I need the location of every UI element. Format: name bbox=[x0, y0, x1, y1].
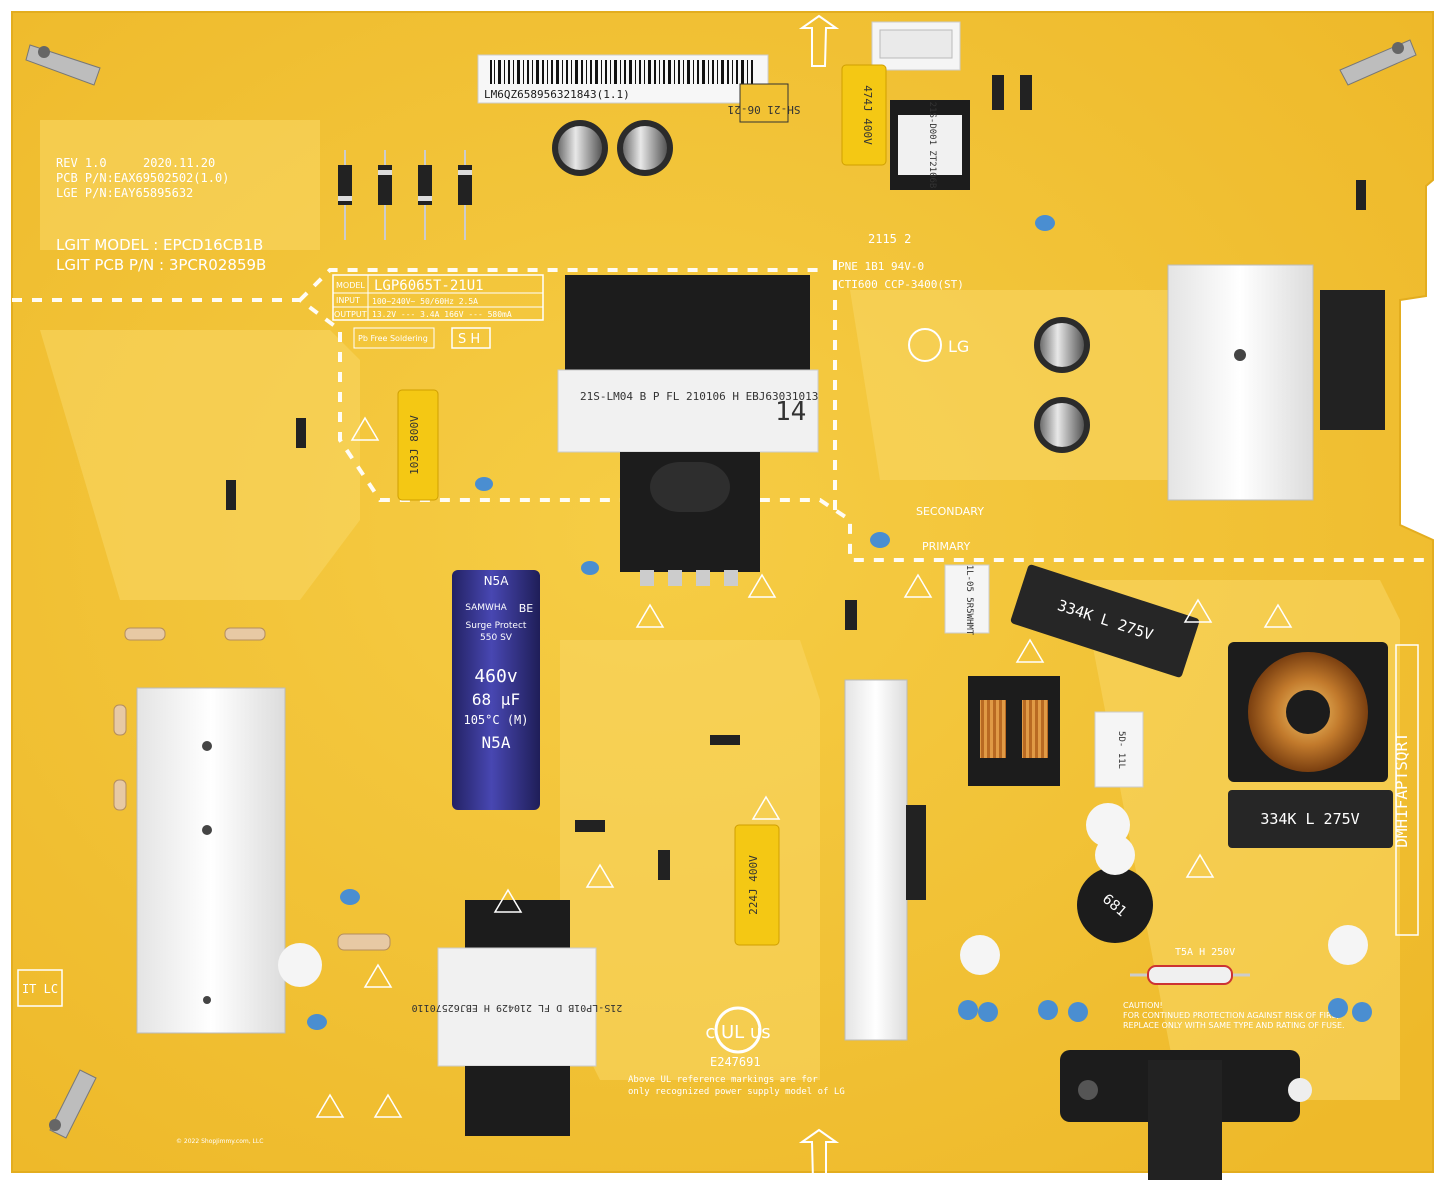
pb-free-text: Pb Free Soldering bbox=[358, 334, 428, 343]
small-transformer: 21S-D001 ZT2106B bbox=[890, 100, 970, 190]
common-mode-choke-1 bbox=[968, 676, 1060, 786]
x-capacitor-1: 334K L 275V bbox=[1010, 564, 1200, 678]
output-key: OUTPUT bbox=[334, 310, 367, 319]
lg-logo-text: LG bbox=[948, 337, 969, 356]
pcb-pn-text: PCB P/N:EAX69502502(1.0) bbox=[56, 171, 229, 185]
heatsink-middle bbox=[844, 679, 926, 1041]
film-capacitors: 103J 800V 474J 400V 224J 400V bbox=[397, 64, 887, 946]
lgit-model-text: LGIT MODEL : EPCD16CB1B bbox=[56, 236, 263, 254]
isolation-line bbox=[12, 260, 1433, 562]
sticker-text: SH-21 06-21 bbox=[728, 103, 801, 116]
mounting-tab-bottom-left bbox=[49, 1069, 97, 1139]
svg-text:CAUTION!: CAUTION! bbox=[1123, 1001, 1163, 1010]
lg-logo-icon: LG bbox=[908, 328, 969, 362]
barcode-text: LM6QZ658956321843(1.1) bbox=[484, 88, 630, 101]
model-key: MODEL bbox=[336, 281, 365, 290]
diode-array bbox=[338, 150, 472, 240]
code-column-text: DMHIFAPTSQRT bbox=[1392, 732, 1411, 848]
thermistor-1: 1L-05 5R5WHMT bbox=[944, 564, 990, 636]
thermistor-2: 5D- 11L bbox=[1094, 711, 1144, 788]
resistors bbox=[113, 627, 391, 951]
svg-text:REPLACE ONLY WITH SAME TYPE AN: REPLACE ONLY WITH SAME TYPE AND RATING O… bbox=[1123, 1021, 1345, 1030]
transformer-tag: 14 bbox=[775, 397, 806, 427]
svg-text:SAMWHA: SAMWHA bbox=[465, 603, 507, 613]
svg-text:68 µF: 68 µF bbox=[472, 690, 520, 709]
date-text: 2020.11.20 bbox=[143, 156, 215, 170]
ul-mark-text: c UL us bbox=[705, 1022, 770, 1043]
model-value: LGP6065T-21U1 bbox=[374, 278, 484, 294]
yellow-cap-2-text: 474J 400V bbox=[861, 85, 874, 145]
ul-file-text: E247691 bbox=[710, 1055, 761, 1069]
svg-text:Surge Protect: Surge Protect bbox=[466, 621, 527, 631]
input-value: 100~240V~ 50/60Hz 2.5A bbox=[372, 297, 478, 306]
svg-text:N5A: N5A bbox=[482, 733, 511, 752]
svg-text:N5A: N5A bbox=[484, 574, 510, 588]
svg-text:460v: 460v bbox=[474, 666, 517, 687]
lower-transformer-text: 21S-LP01B D FL 210429 H EBJ62570110 bbox=[412, 1002, 623, 1013]
electrolytic-caps-top bbox=[552, 120, 673, 176]
bulk-capacitor: N5A SAMWHA BE Surge Protect 550 SV 460v … bbox=[452, 570, 540, 810]
board-info: REV 1.0 2020.11.20 PCB P/N:EAX69502502(1… bbox=[56, 156, 266, 274]
fuse: T5A H 250V bbox=[1130, 947, 1250, 985]
small-diodes bbox=[226, 75, 1366, 880]
caution-block: CAUTION! FOR CONTINUED PROTECTION AGAINS… bbox=[1123, 1001, 1345, 1030]
varistor: 681 bbox=[1077, 803, 1153, 943]
mounting-tab-top-right bbox=[1339, 39, 1417, 86]
svg-text:FOR CONTINUED PROTECTION AGAIN: FOR CONTINUED PROTECTION AGAINST RISK OF… bbox=[1123, 1011, 1339, 1020]
electrolytic-caps-right bbox=[1034, 317, 1090, 453]
secondary-label: SECONDARY bbox=[916, 505, 984, 518]
led-connector bbox=[871, 21, 961, 71]
heatsink-top-right bbox=[1167, 264, 1385, 501]
sh-box-text: S H bbox=[458, 332, 480, 347]
lge-pn-text: LGE P/N:EAY65895632 bbox=[56, 186, 193, 200]
svg-text:105°C (M): 105°C (M) bbox=[463, 713, 528, 727]
date-sticker: SH-21 06-21 bbox=[728, 83, 801, 123]
model-label-box: MODEL LGP6065T-21U1 INPUT 100~240V~ 50/6… bbox=[332, 274, 544, 349]
main-transformer: 21S-LM04 B P FL 210106 H EBJ63031013 14 bbox=[557, 275, 819, 586]
ul-flammability-text: PNE 1B1 94V-0 bbox=[838, 260, 924, 273]
yellow-cap-1-text: 103J 800V bbox=[408, 415, 421, 475]
input-key: INPUT bbox=[336, 296, 360, 305]
barcode-label: LM6QZ658956321843(1.1) bbox=[477, 54, 769, 104]
rev-text: REV 1.0 bbox=[56, 156, 107, 170]
cti-text: CTI600 CCP-3400(ST) bbox=[838, 278, 964, 291]
x-cap-2-text: 334K L 275V bbox=[1260, 810, 1359, 828]
ul-note-1: Above UL reference markings are for bbox=[628, 1075, 818, 1085]
code-column: DMHIFAPTSQRT bbox=[1392, 644, 1419, 936]
it-lc-text: IT LC bbox=[22, 982, 58, 996]
mounting-tab-top-left bbox=[25, 44, 101, 86]
ceramic-parts bbox=[278, 925, 1368, 987]
hazard-triangle-icon bbox=[315, 416, 1293, 1118]
ul-recognized-icon: c UL us E247691 Above UL reference marki… bbox=[628, 1006, 845, 1097]
svg-text:1L-05 5R5WHMT: 1L-05 5R5WHMT bbox=[964, 565, 974, 636]
primary-label: PRIMARY bbox=[922, 540, 970, 553]
fuse-rating: T5A H 250V bbox=[1175, 947, 1235, 958]
common-mode-choke-2 bbox=[1228, 642, 1388, 782]
svg-text:550 SV: 550 SV bbox=[480, 633, 513, 643]
it-lc-box: IT LC bbox=[17, 969, 63, 1007]
copyright-text: © 2022 ShopJimmy.com, LLC bbox=[176, 1138, 263, 1145]
ac-socket bbox=[1060, 1050, 1312, 1180]
svg-text:5D- 11L: 5D- 11L bbox=[1116, 731, 1126, 769]
ul-note-2: only recognized power supply model of LG bbox=[628, 1087, 845, 1097]
heatsink-left bbox=[136, 687, 286, 1034]
svg-text:BE: BE bbox=[519, 602, 534, 615]
yellow-cap-3-text: 224J 400V bbox=[747, 855, 760, 915]
transformer-text: 21S-LM04 B P FL 210106 H EBJ63031013 bbox=[580, 390, 818, 403]
arrow-icon bbox=[798, 14, 840, 1181]
small-transformer-text: 21S-D001 ZT2106B bbox=[927, 102, 937, 189]
x-capacitor-2: 334K L 275V bbox=[1228, 790, 1393, 848]
lower-transformer: 21S-LP01B D FL 210429 H EBJ62570110 bbox=[412, 900, 623, 1136]
2115-text: 2115 2 bbox=[868, 232, 911, 246]
y-capacitors bbox=[307, 215, 1372, 1030]
output-value: 13.2V --- 3.4A 166V --- 580mA bbox=[372, 310, 512, 319]
lgit-pcb-text: LGIT PCB P/N : 3PCR02859B bbox=[56, 256, 266, 274]
